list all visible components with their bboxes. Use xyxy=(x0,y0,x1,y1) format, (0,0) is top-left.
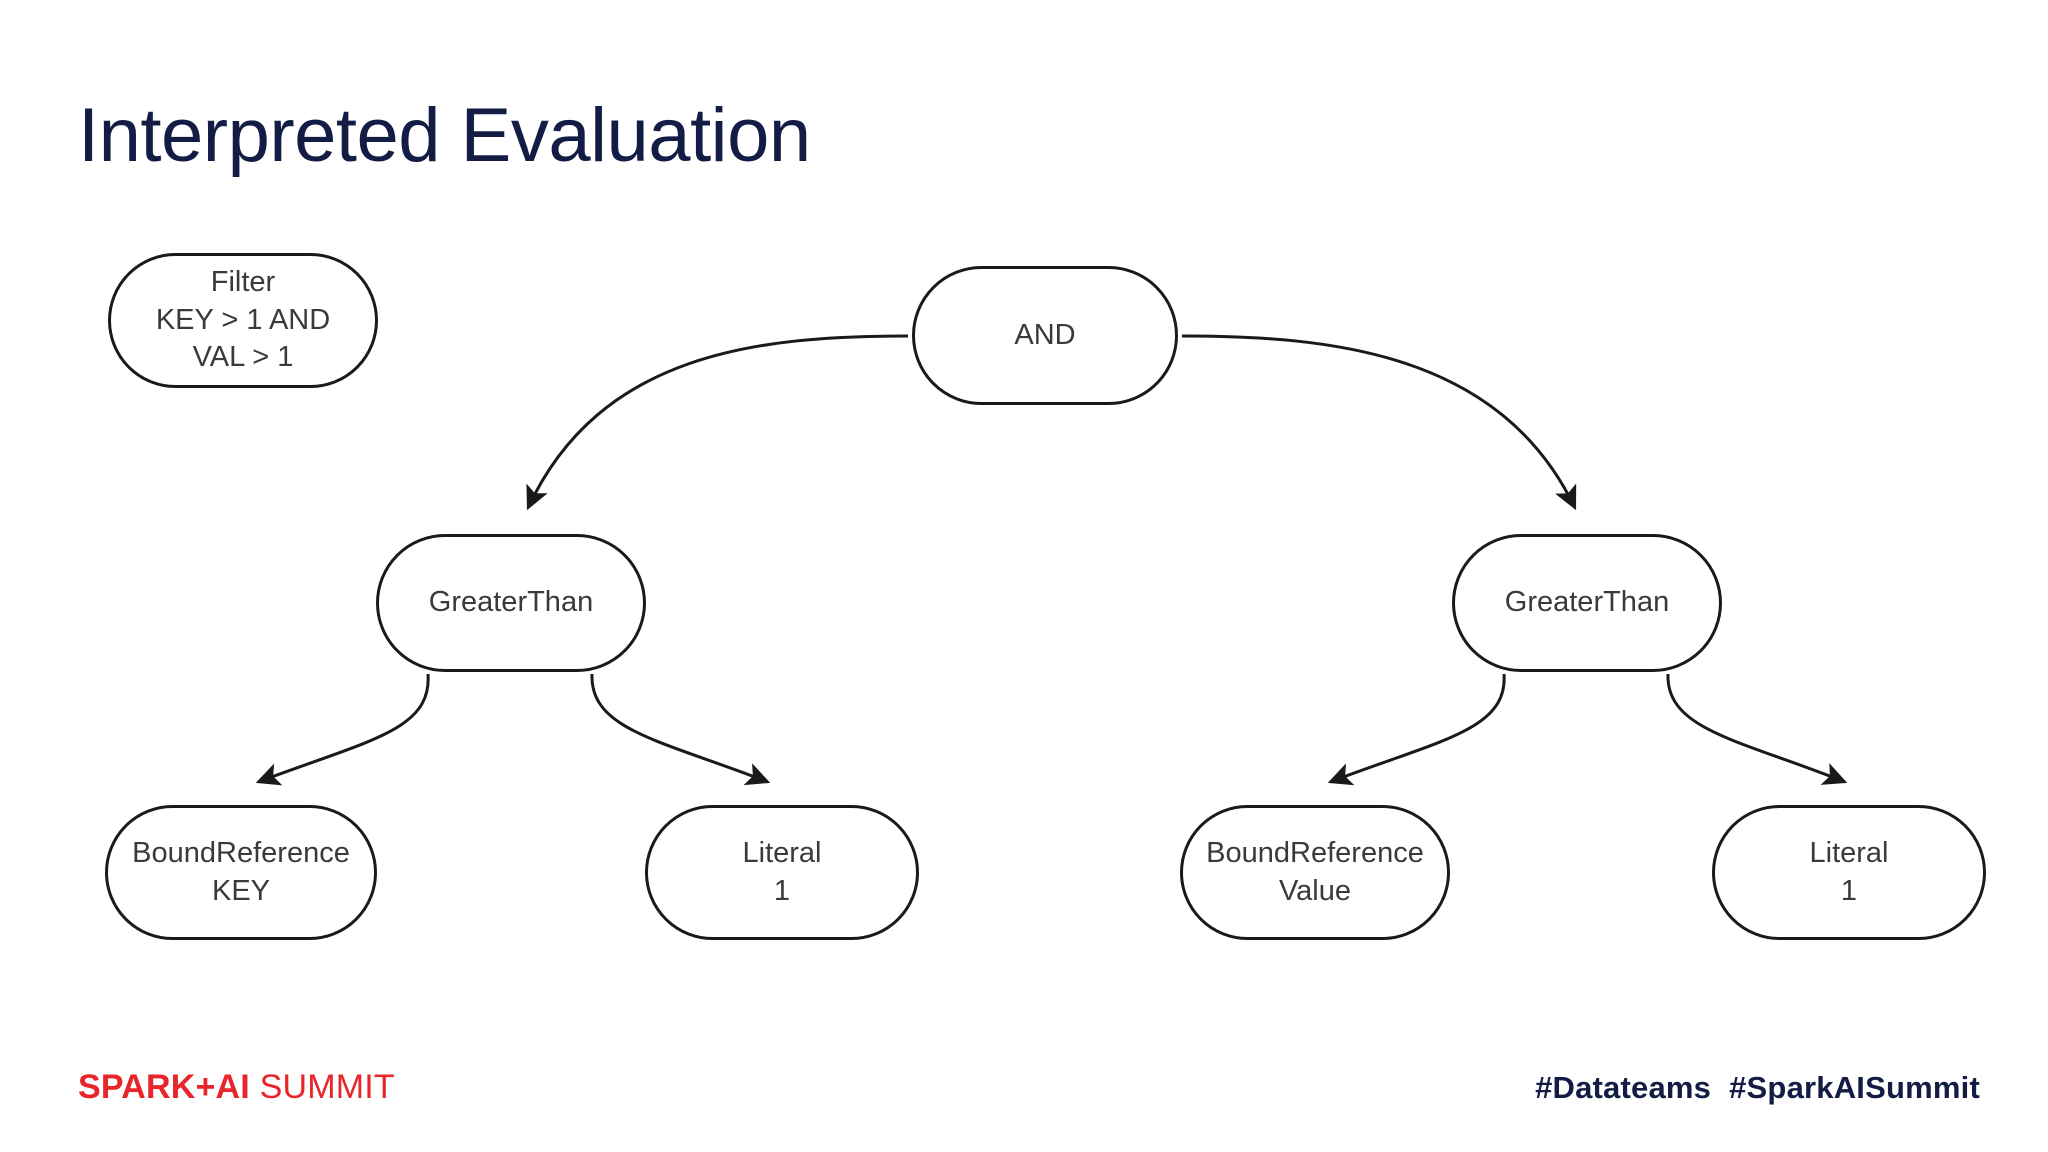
page-title: Interpreted Evaluation xyxy=(78,93,811,178)
bound-reference-key-node: BoundReference KEY xyxy=(105,805,377,940)
footer-hashtags: #Datateams #SparkAISummit xyxy=(1535,1070,1980,1106)
edge-and-to-greater-than-right xyxy=(1181,334,1577,511)
greater-than-left-node: GreaterThan xyxy=(376,534,646,672)
bound-reference-value-node: BoundReference Value xyxy=(1180,805,1450,940)
literal-left-line-2: 1 xyxy=(773,874,791,907)
greater-than-right-node: GreaterThan xyxy=(1452,534,1722,672)
greater-than-right-label: GreaterThan xyxy=(1504,586,1670,619)
bound-reference-value-line-2: Value xyxy=(1278,874,1352,907)
bound-reference-key-line-2: KEY xyxy=(211,874,271,907)
filter-node-line-3: VAL > 1 xyxy=(192,341,294,374)
literal-right-line-2: 1 xyxy=(1840,874,1858,907)
hashtag-sparkaisummit: #SparkAISummit xyxy=(1729,1070,1980,1105)
edge-greater-than-left-to-bound-reference-key xyxy=(255,673,430,786)
bound-reference-key-line-1: BoundReference xyxy=(132,836,350,869)
edge-and-to-greater-than-left xyxy=(526,334,909,511)
hashtag-datateams: #Datateams xyxy=(1535,1070,1712,1105)
and-node-label: AND xyxy=(1014,318,1076,351)
edge-greater-than-right-to-literal-right xyxy=(1666,673,1848,785)
edge-greater-than-left-to-literal-left xyxy=(590,673,771,786)
edge-greater-than-right-to-bound-reference-value xyxy=(1327,673,1506,786)
filter-node-line-1: Filter xyxy=(210,265,276,298)
logo-bold-text: SPARK+AI xyxy=(78,1068,250,1106)
filter-node-line-2: KEY > 1 AND xyxy=(155,303,331,336)
literal-right-node: Literal 1 xyxy=(1712,805,1986,940)
literal-right-line-1: Literal xyxy=(1809,836,1889,869)
bound-reference-value-line-1: BoundReference xyxy=(1206,836,1424,869)
logo-light-text: SUMMIT xyxy=(249,1068,395,1106)
and-node: AND xyxy=(912,266,1178,405)
literal-left-node: Literal 1 xyxy=(645,805,919,940)
literal-left-line-1: Literal xyxy=(742,836,822,869)
spark-ai-summit-logo: SPARK+AI SUMMIT xyxy=(78,1068,395,1107)
filter-node: Filter KEY > 1 AND VAL > 1 xyxy=(108,253,378,388)
greater-than-left-label: GreaterThan xyxy=(428,586,594,619)
